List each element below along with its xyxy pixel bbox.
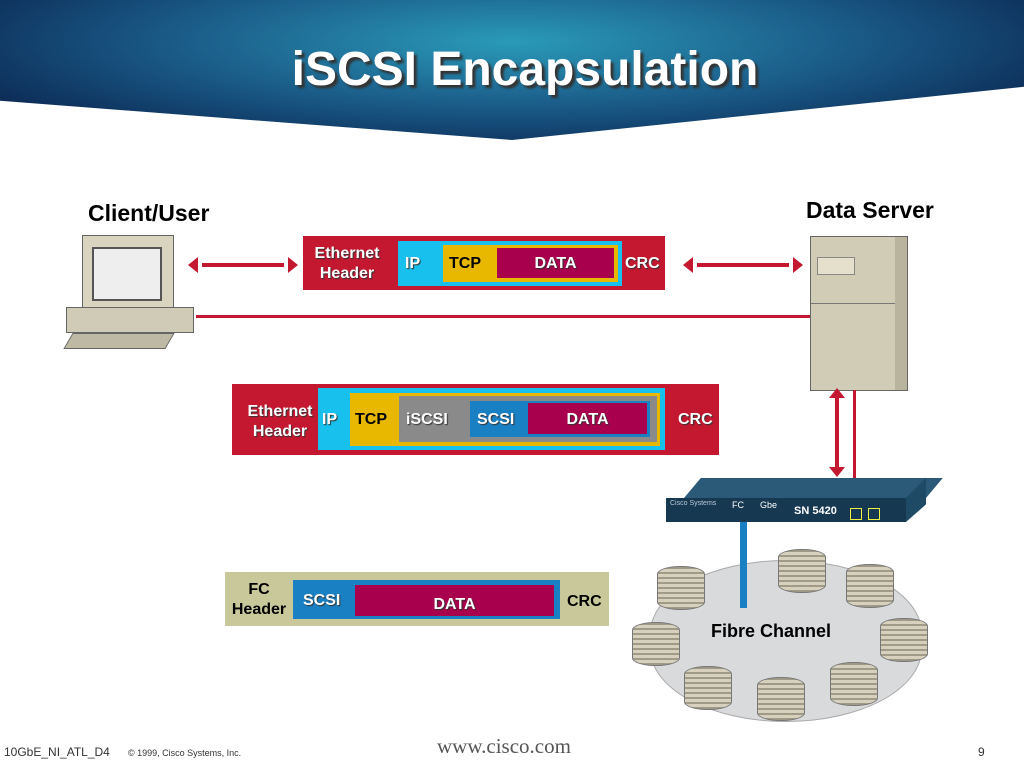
bidirectional-arrow <box>683 257 803 273</box>
bidirectional-arrow <box>188 257 298 273</box>
gbe-port-label: Gbe <box>760 500 778 510</box>
ip-label: IP <box>405 255 421 272</box>
storage-disk-icon <box>632 622 680 666</box>
fibre-channel-label: Fibre Channel <box>711 621 832 641</box>
arrow-head <box>829 467 845 477</box>
footer-url[interactable]: www.cisco.com <box>437 734 571 758</box>
arrow-head <box>829 388 845 398</box>
storage-disk-icon <box>778 549 826 593</box>
data-label: DATA <box>566 411 609 428</box>
crc-label: CRC <box>625 255 660 272</box>
client-label: Client/User <box>88 200 210 226</box>
server-label: Data Server <box>806 197 934 223</box>
port-icon <box>868 508 880 520</box>
slide-title: iSCSI Encapsulation <box>291 43 759 96</box>
network-link <box>853 390 856 482</box>
data-label: DATA <box>534 255 577 272</box>
footer-code: 10GbE_NI_ATL_D4 <box>4 745 110 759</box>
storage-disk-icon <box>830 662 878 706</box>
fc-link <box>740 520 747 608</box>
computer-icon <box>63 235 196 353</box>
bidirectional-arrow <box>835 395 839 467</box>
crc-label: CRC <box>678 411 713 428</box>
sn5420-router: Cisco Systems FC Gbe SN 5420 <box>666 478 943 523</box>
network-link <box>196 315 811 318</box>
storage-disk-icon <box>846 564 894 608</box>
iscsi-label: iSCSI <box>406 411 448 428</box>
storage-disk-icon <box>684 666 732 710</box>
scsi-label: SCSI <box>303 592 341 609</box>
router-model: SN 5420 <box>794 505 837 517</box>
fc-port-label: FC <box>732 500 744 510</box>
port-icon <box>850 508 862 520</box>
storage-disk-icon <box>757 677 805 721</box>
page-number: 9 <box>978 745 985 759</box>
server-icon <box>810 236 908 391</box>
footer-copyright: © 1999, Cisco Systems, Inc. <box>128 748 242 758</box>
storage-disk-icon <box>880 618 928 662</box>
tcp-label: TCP <box>449 255 481 272</box>
storage-disk-icon <box>657 566 705 610</box>
ip-label: IP <box>322 411 338 428</box>
data-label: DATA <box>433 596 476 613</box>
scsi-label: SCSI <box>477 411 515 428</box>
tcp-label: TCP <box>355 411 387 428</box>
router-brand: Cisco Systems <box>670 500 717 507</box>
crc-label: CRC <box>567 593 602 610</box>
